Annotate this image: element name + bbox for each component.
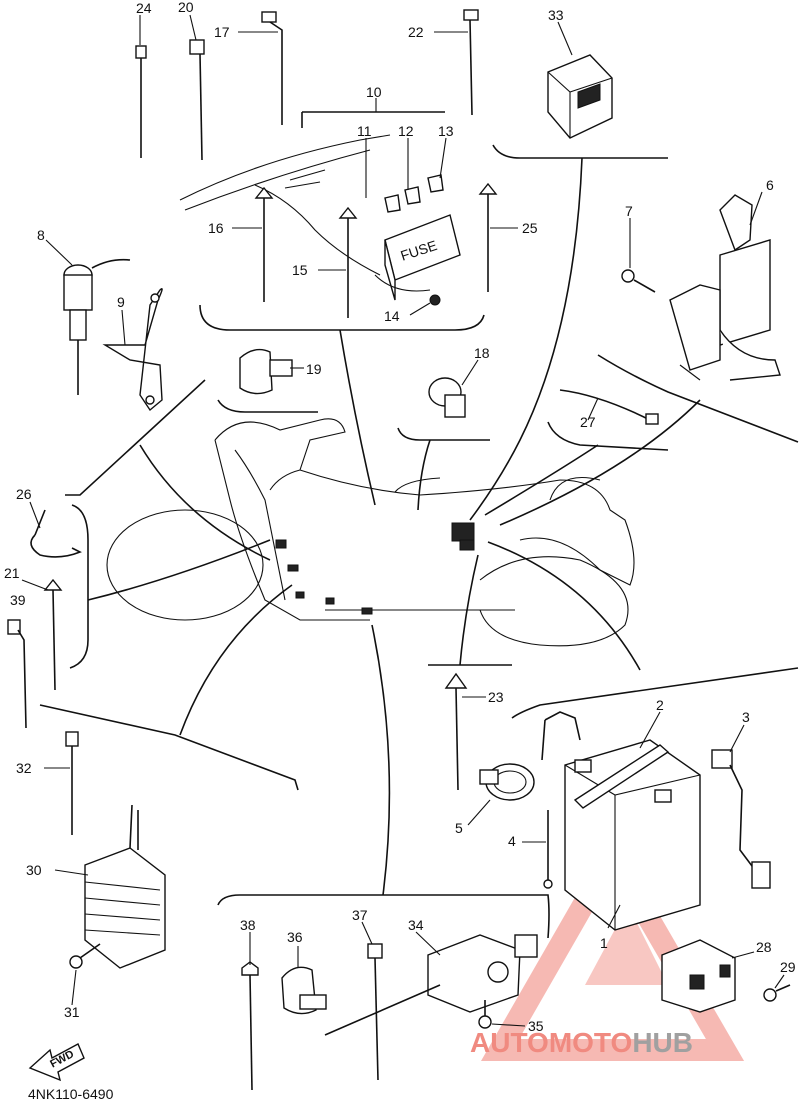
battery-lead-4 — [541, 711, 581, 889]
callout-35: 35 — [528, 1018, 544, 1034]
battery-band-2 — [573, 744, 670, 809]
callout-10: 10 — [366, 84, 382, 100]
clamp-19 — [239, 348, 293, 395]
callout-9: 9 — [117, 294, 125, 310]
callout-15: 15 — [292, 262, 308, 278]
clamp-36 — [281, 966, 327, 1015]
relay-28 — [661, 939, 736, 1013]
callout-39: 39 — [10, 592, 26, 608]
cable-tie-15 — [338, 206, 358, 318]
cable-tie-38 — [241, 961, 259, 1091]
callout-6: 6 — [766, 177, 774, 193]
battery-lead-3 — [711, 749, 771, 889]
harness-leader-lines — [87, 134, 701, 896]
rectifier-regulator-30 — [84, 804, 166, 969]
callout-2: 2 — [656, 697, 664, 713]
callout-7: 7 — [625, 203, 633, 219]
callout-28: 28 — [756, 939, 772, 955]
main-switch-6 — [669, 194, 781, 381]
watermark-part2: MOTO — [548, 1027, 633, 1058]
callout-34: 34 — [408, 917, 424, 933]
bolt-35 — [478, 1000, 492, 1029]
callout-24: 24 — [136, 0, 152, 16]
clamp-5 — [479, 763, 535, 801]
cable-tie-27 — [559, 389, 659, 425]
fuse-block: FUSE — [374, 174, 461, 306]
callout-22: 22 — [408, 24, 424, 40]
sensor-34 — [324, 934, 538, 1036]
callout-21: 21 — [4, 565, 20, 581]
bolt-31 — [69, 943, 101, 969]
cable-tie-32 — [65, 731, 79, 835]
callout-32: 32 — [16, 760, 32, 776]
callout-11: 11 — [357, 123, 372, 139]
cable-tie-23 — [444, 672, 468, 791]
callout-27: 27 — [580, 414, 596, 430]
watermark-part3: HUB — [632, 1027, 693, 1058]
callout-37: 37 — [352, 907, 368, 923]
watermark-part1: AUTO — [470, 1027, 549, 1058]
cable-tie-39 — [7, 619, 27, 729]
callout-12: 12 — [398, 123, 414, 139]
bolt-7 — [621, 269, 656, 293]
callout-33: 33 — [548, 7, 564, 23]
cable-tie-22 — [463, 9, 479, 116]
callout-8: 8 — [37, 227, 45, 243]
clip-26 — [30, 509, 82, 558]
callout-4: 4 — [508, 833, 516, 849]
callout-labels: 1 2 3 4 5 6 7 8 9 10 11 12 13 14 15 16 1… — [4, 0, 796, 1034]
callout-18: 18 — [474, 345, 490, 361]
callout-36: 36 — [287, 929, 303, 945]
group-outlines — [39, 111, 799, 939]
cable-tie-24 — [135, 45, 147, 158]
callout-23: 23 — [488, 689, 504, 705]
relay-33 — [547, 54, 613, 139]
callout-25: 25 — [522, 220, 538, 236]
callout-16: 16 — [208, 220, 224, 236]
callout-17: 17 — [214, 24, 230, 40]
screw-29 — [763, 984, 791, 1002]
horn-8 — [63, 258, 131, 395]
callout-30: 30 — [26, 862, 42, 878]
cable-tie-17 — [261, 11, 283, 125]
drawing-code: 4NK110-6490 — [28, 1086, 114, 1102]
callout-29: 29 — [780, 959, 796, 975]
callout-26: 26 — [16, 486, 32, 502]
callout-leaders — [21, 14, 785, 1027]
cable-tie-16 — [254, 186, 274, 302]
callout-20: 20 — [178, 0, 194, 15]
forward-arrow-icon: FWD — [28, 1043, 85, 1082]
clamp-18 — [428, 377, 466, 418]
watermark-text: AUTOMOTOHUB — [470, 1027, 693, 1059]
callout-19: 19 — [306, 361, 322, 377]
callout-3: 3 — [742, 709, 750, 725]
callout-5: 5 — [455, 820, 463, 836]
callout-1: 1 — [600, 935, 608, 951]
cable-tie-21 — [43, 578, 63, 691]
callout-31: 31 — [64, 1004, 80, 1020]
callout-38: 38 — [240, 917, 256, 933]
bracket-9 — [102, 288, 163, 412]
cable-tie-25 — [478, 182, 498, 292]
cable-tie-20 — [189, 39, 205, 161]
cable-tie-37 — [367, 943, 383, 1081]
motorcycle-outline — [106, 418, 635, 647]
callout-14: 14 — [384, 308, 400, 324]
callout-13: 13 — [438, 123, 454, 139]
